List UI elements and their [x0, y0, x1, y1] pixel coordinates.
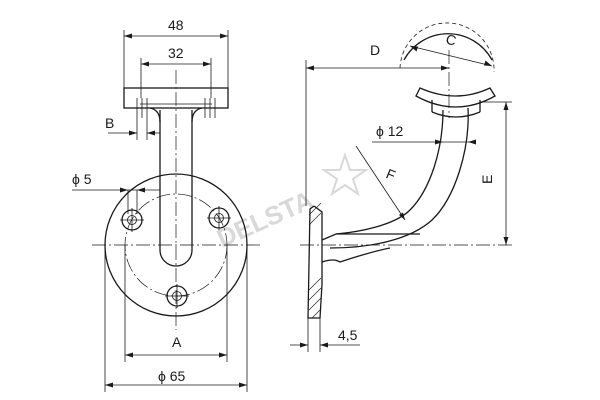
dimension-F-label: F: [384, 165, 398, 183]
dimension-B: B: [105, 115, 160, 140]
screw-hole-bottom: [165, 284, 189, 308]
dimension-32-label: 32: [168, 45, 184, 61]
screw-hole-left: [120, 208, 144, 232]
flange-neck-top: [321, 233, 420, 241]
dimension-C: C: [409, 31, 493, 67]
dimension-4-5-label: 4,5: [338, 327, 358, 343]
screw-hole-right: [207, 206, 231, 230]
dimension-D: D: [305, 42, 449, 206]
dimension-32: 32: [140, 45, 212, 98]
dimension-D-label: D: [370, 42, 380, 58]
flange-hatch: [308, 202, 322, 319]
dimension-C-label: C: [444, 31, 458, 49]
handrail-outline: [403, 33, 493, 61]
dimension-4-5: 4,5: [290, 318, 360, 352]
rail-saddle: [415, 87, 496, 108]
dimension-A: A: [124, 245, 228, 362]
fillet-right: [191, 107, 203, 123]
front-view: 48 32 B ϕ 5: [72, 17, 262, 392]
watermark-star-icon: [320, 151, 370, 197]
dimension-E-label: E: [479, 175, 495, 184]
dimension-48: 48: [123, 17, 229, 88]
wall-flange: [307, 205, 323, 319]
dimension-E: E: [479, 101, 512, 245]
dimension-phi5-label: ϕ 5: [72, 171, 92, 187]
saddle-bottom: [431, 111, 481, 118]
arm-outer-curve: [329, 107, 469, 249]
watermark-text: DELSTA: [212, 184, 318, 253]
flange-neck-bottom: [321, 247, 391, 263]
dimension-phi5: ϕ 5: [72, 171, 160, 214]
plate-screw-holes: [136, 98, 216, 118]
dimension-B-label: B: [105, 115, 114, 131]
handrail-arc: [399, 22, 495, 73]
fillet-left: [149, 107, 161, 123]
dimension-F: F: [355, 145, 406, 221]
dimension-A-label: A: [172, 334, 182, 350]
dimension-phi65: ϕ 65: [104, 245, 248, 392]
dimension-48-label: 48: [168, 17, 184, 33]
watermark-logo: DELSTA: [212, 151, 370, 253]
saddle-plate: [123, 87, 229, 109]
dimension-phi12-label: ϕ 12: [376, 123, 404, 139]
side-view: D C ϕ 12 F E: [290, 22, 512, 352]
dimension-phi12: ϕ 12: [372, 123, 476, 145]
support-stem: [159, 110, 193, 267]
dimension-phi65-label: ϕ 65: [158, 368, 186, 384]
